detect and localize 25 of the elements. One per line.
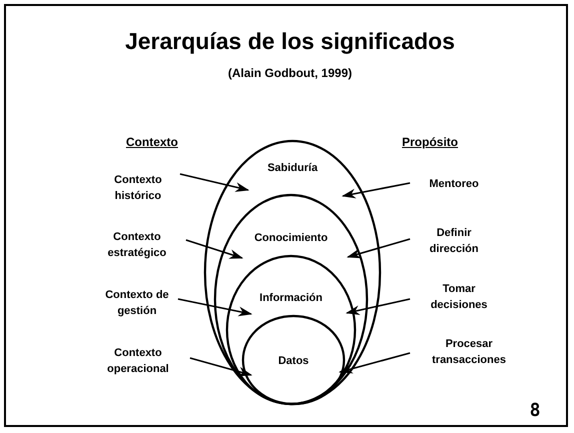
arrow (342, 182, 410, 198)
level-label: Información (258, 292, 324, 304)
arrow (186, 239, 244, 259)
column-heading: Contexto (125, 135, 179, 149)
arrow (346, 298, 410, 316)
level-label: Conocimiento (253, 232, 329, 244)
arrow (346, 238, 410, 258)
context-label: Contexto estratégico (106, 230, 168, 261)
subtitle: (Alain Godbout, 1999) (226, 66, 353, 80)
arrow (190, 357, 252, 376)
column-heading: Propósito (401, 135, 459, 149)
arrow (338, 352, 410, 374)
level-label: Sabiduría (266, 162, 319, 174)
context-label: Contexto operacional (106, 346, 170, 377)
arrow (180, 173, 250, 192)
page-number: 8 (528, 400, 542, 421)
title: Jerarquías de los significados (124, 28, 456, 55)
arrow (178, 298, 252, 316)
level-label: Datos (277, 355, 310, 367)
purpose-label: Procesar transacciones (431, 337, 507, 368)
purpose-label: Mentoreo (428, 177, 480, 192)
purpose-label: Tomar decisiones (430, 282, 488, 313)
purpose-label: Definir dirección (428, 226, 480, 257)
context-label: Contexto de gestión (104, 288, 170, 319)
context-label: Contexto histórico (113, 173, 163, 204)
